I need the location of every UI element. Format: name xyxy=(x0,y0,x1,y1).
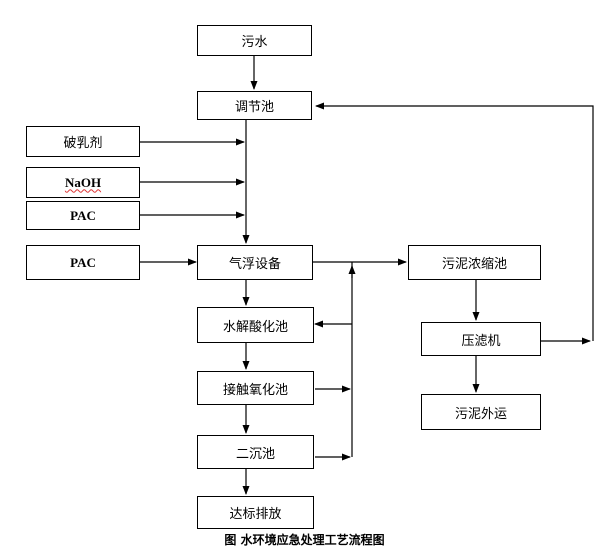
node-wastewater: 污水 xyxy=(197,25,312,56)
node-air-flotation-label: 气浮设备 xyxy=(228,257,281,272)
node-sludge-thickener: 污泥浓缩池 xyxy=(408,245,541,280)
node-sludge-disposal: 污泥外运 xyxy=(421,394,541,430)
node-demulsifier-label: 破乳剂 xyxy=(63,136,103,151)
node-naoh-label: NaOH xyxy=(64,174,102,190)
node-discharge: 达标排放 xyxy=(197,496,314,529)
node-secondary-sedimentation-tank-label: 二沉池 xyxy=(235,446,275,462)
node-equalization-tank-label: 调节池 xyxy=(234,100,274,115)
node-sludge-thickener-label: 污泥浓缩池 xyxy=(441,257,507,272)
node-air-flotation: 气浮设备 xyxy=(197,245,313,280)
node-contact-oxidation-tank-label: 接触氧化池 xyxy=(222,382,288,398)
arrow-filtrate-return xyxy=(315,102,594,341)
node-equalization-tank: 调节池 xyxy=(197,91,312,120)
node-pac-1-label: PAC xyxy=(70,207,96,223)
node-sludge-disposal-label: 污泥外运 xyxy=(454,406,507,422)
figure-caption: 图 水环境应急处理工艺流程图 xyxy=(224,533,385,547)
node-pac-1: PAC xyxy=(26,201,140,230)
node-secondary-sedimentation-tank: 二沉池 xyxy=(197,435,314,469)
node-discharge-label: 达标排放 xyxy=(229,507,282,522)
node-naoh: NaOH xyxy=(26,167,140,198)
node-wastewater-label: 污水 xyxy=(241,35,268,50)
node-pac-2: PAC xyxy=(26,245,140,280)
node-hydrolysis-tank-label: 水解酸化池 xyxy=(222,319,288,335)
node-filter-press: 压滤机 xyxy=(421,322,541,356)
node-demulsifier: 破乳剂 xyxy=(26,126,140,157)
node-pac-2-label: PAC xyxy=(70,254,96,270)
node-filter-press-label: 压滤机 xyxy=(461,333,501,349)
node-contact-oxidation-tank: 接触氧化池 xyxy=(197,371,314,405)
node-hydrolysis-tank: 水解酸化池 xyxy=(197,307,314,343)
